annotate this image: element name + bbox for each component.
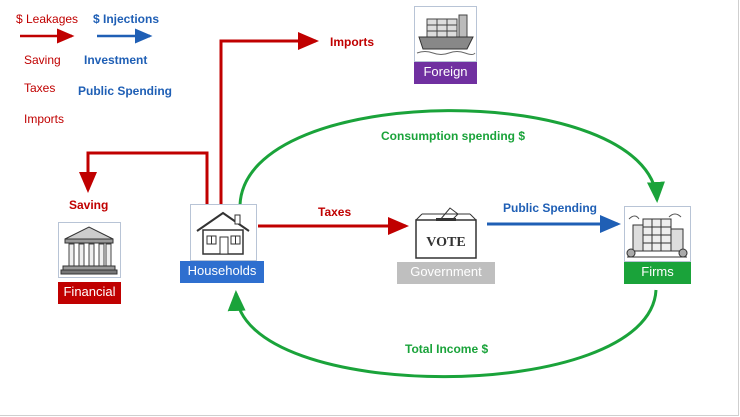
foreign-icon-frame [414, 6, 477, 62]
saving-flow-label: Saving [69, 198, 109, 212]
taxes-flow-label: Taxes [318, 205, 352, 219]
financial-label: Financial [58, 282, 121, 304]
factory-building-icon [626, 213, 688, 258]
government-label[interactable]: Government [397, 262, 495, 284]
legend-leakage-taxes: Taxes [24, 81, 56, 95]
imports-flow-label: Imports [330, 35, 375, 49]
ballot-box-icon: VOTE [415, 207, 477, 259]
legend-leakages-label: $ Leakages [16, 12, 79, 26]
legend-leakage-saving: Saving [24, 53, 61, 67]
svg-text:VOTE: VOTE [426, 235, 465, 250]
firms-icon-frame[interactable] [624, 206, 691, 262]
households-label[interactable]: Households [180, 261, 264, 283]
bank-building-icon [60, 226, 118, 275]
foreign-label: Foreign [414, 62, 477, 84]
legend-injection-public-spending: Public Spending [78, 84, 173, 98]
imports-flow-arrow [219, 32, 319, 204]
public-spending-flow-label: Public Spending [503, 201, 598, 215]
legend-injection-investment: Investment [84, 53, 148, 67]
cargo-ship-icon [416, 14, 476, 55]
households-icon-frame[interactable] [190, 204, 257, 261]
saving-flow-arrow [79, 151, 209, 204]
firms-label[interactable]: Firms [624, 262, 691, 284]
house-icon [196, 211, 250, 255]
financial-icon-frame [58, 222, 121, 278]
total-income-flow-arrow [227, 289, 658, 379]
legend-injections-label: $ Injections [93, 12, 160, 26]
government-icon-frame[interactable]: VOTE [412, 206, 480, 262]
consumption-flow-label: Consumption spending $ [381, 129, 525, 143]
legend-leakage-imports: Imports [24, 112, 65, 126]
consumption-flow-arrow [238, 109, 665, 206]
total-income-flow-label: Total Income $ [405, 342, 489, 356]
